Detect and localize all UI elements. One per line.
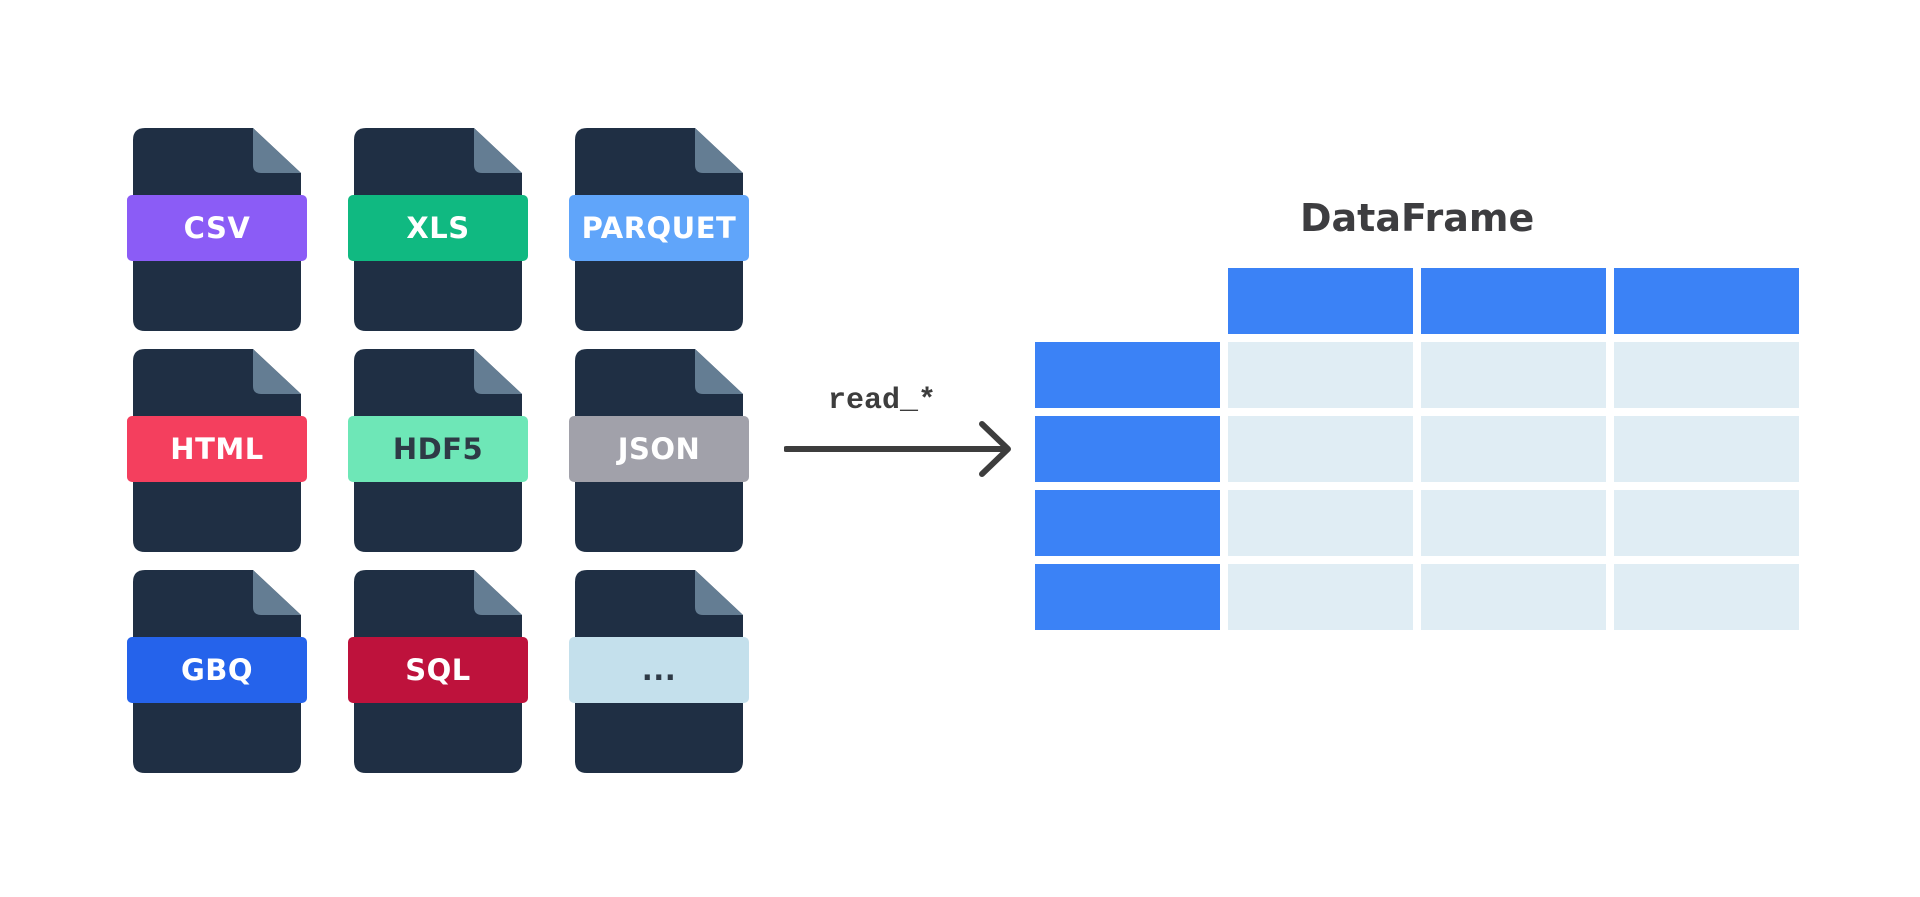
data-cell <box>1421 564 1606 630</box>
row-index-cell <box>1035 564 1220 630</box>
data-cell <box>1228 564 1413 630</box>
data-cell <box>1228 342 1413 408</box>
column-header-cell <box>1228 268 1413 334</box>
dataframe-title: DataFrame <box>1300 196 1535 240</box>
file-icon-parquet: PARQUET <box>569 128 749 331</box>
file-icon-html: HTML <box>127 349 307 552</box>
file-icon-hdf5: HDF5 <box>348 349 528 552</box>
file-format-label: JSON <box>569 416 749 482</box>
data-cell <box>1421 490 1606 556</box>
data-cell <box>1228 416 1413 482</box>
read-arrow-icon <box>784 421 1011 477</box>
file-icon-sql: SQL <box>348 570 528 773</box>
file-icon-json: JSON <box>569 349 749 552</box>
data-cell <box>1614 490 1799 556</box>
data-cell <box>1614 342 1799 408</box>
file-format-label: HTML <box>127 416 307 482</box>
row-index-cell <box>1035 416 1220 482</box>
data-cell <box>1421 342 1606 408</box>
file-format-label: HDF5 <box>348 416 528 482</box>
column-header-cell <box>1614 268 1799 334</box>
file-format-label: CSV <box>127 195 307 261</box>
data-cell <box>1614 416 1799 482</box>
file-icon-xls: XLS <box>348 128 528 331</box>
data-cell <box>1614 564 1799 630</box>
file-icon-more: ... <box>569 570 749 773</box>
row-index-cell <box>1035 342 1220 408</box>
data-cell <box>1228 490 1413 556</box>
file-format-label: SQL <box>348 637 528 703</box>
dataframe-table <box>1035 268 1799 630</box>
file-format-label: XLS <box>348 195 528 261</box>
column-header-cell <box>1421 268 1606 334</box>
file-icon-csv: CSV <box>127 128 307 331</box>
file-format-label: ... <box>569 637 749 703</box>
file-icon-gbq: GBQ <box>127 570 307 773</box>
row-index-cell <box>1035 490 1220 556</box>
file-format-label: GBQ <box>127 637 307 703</box>
data-cell <box>1421 416 1606 482</box>
file-format-label: PARQUET <box>569 195 749 261</box>
read-function-label: read_* <box>828 384 937 418</box>
